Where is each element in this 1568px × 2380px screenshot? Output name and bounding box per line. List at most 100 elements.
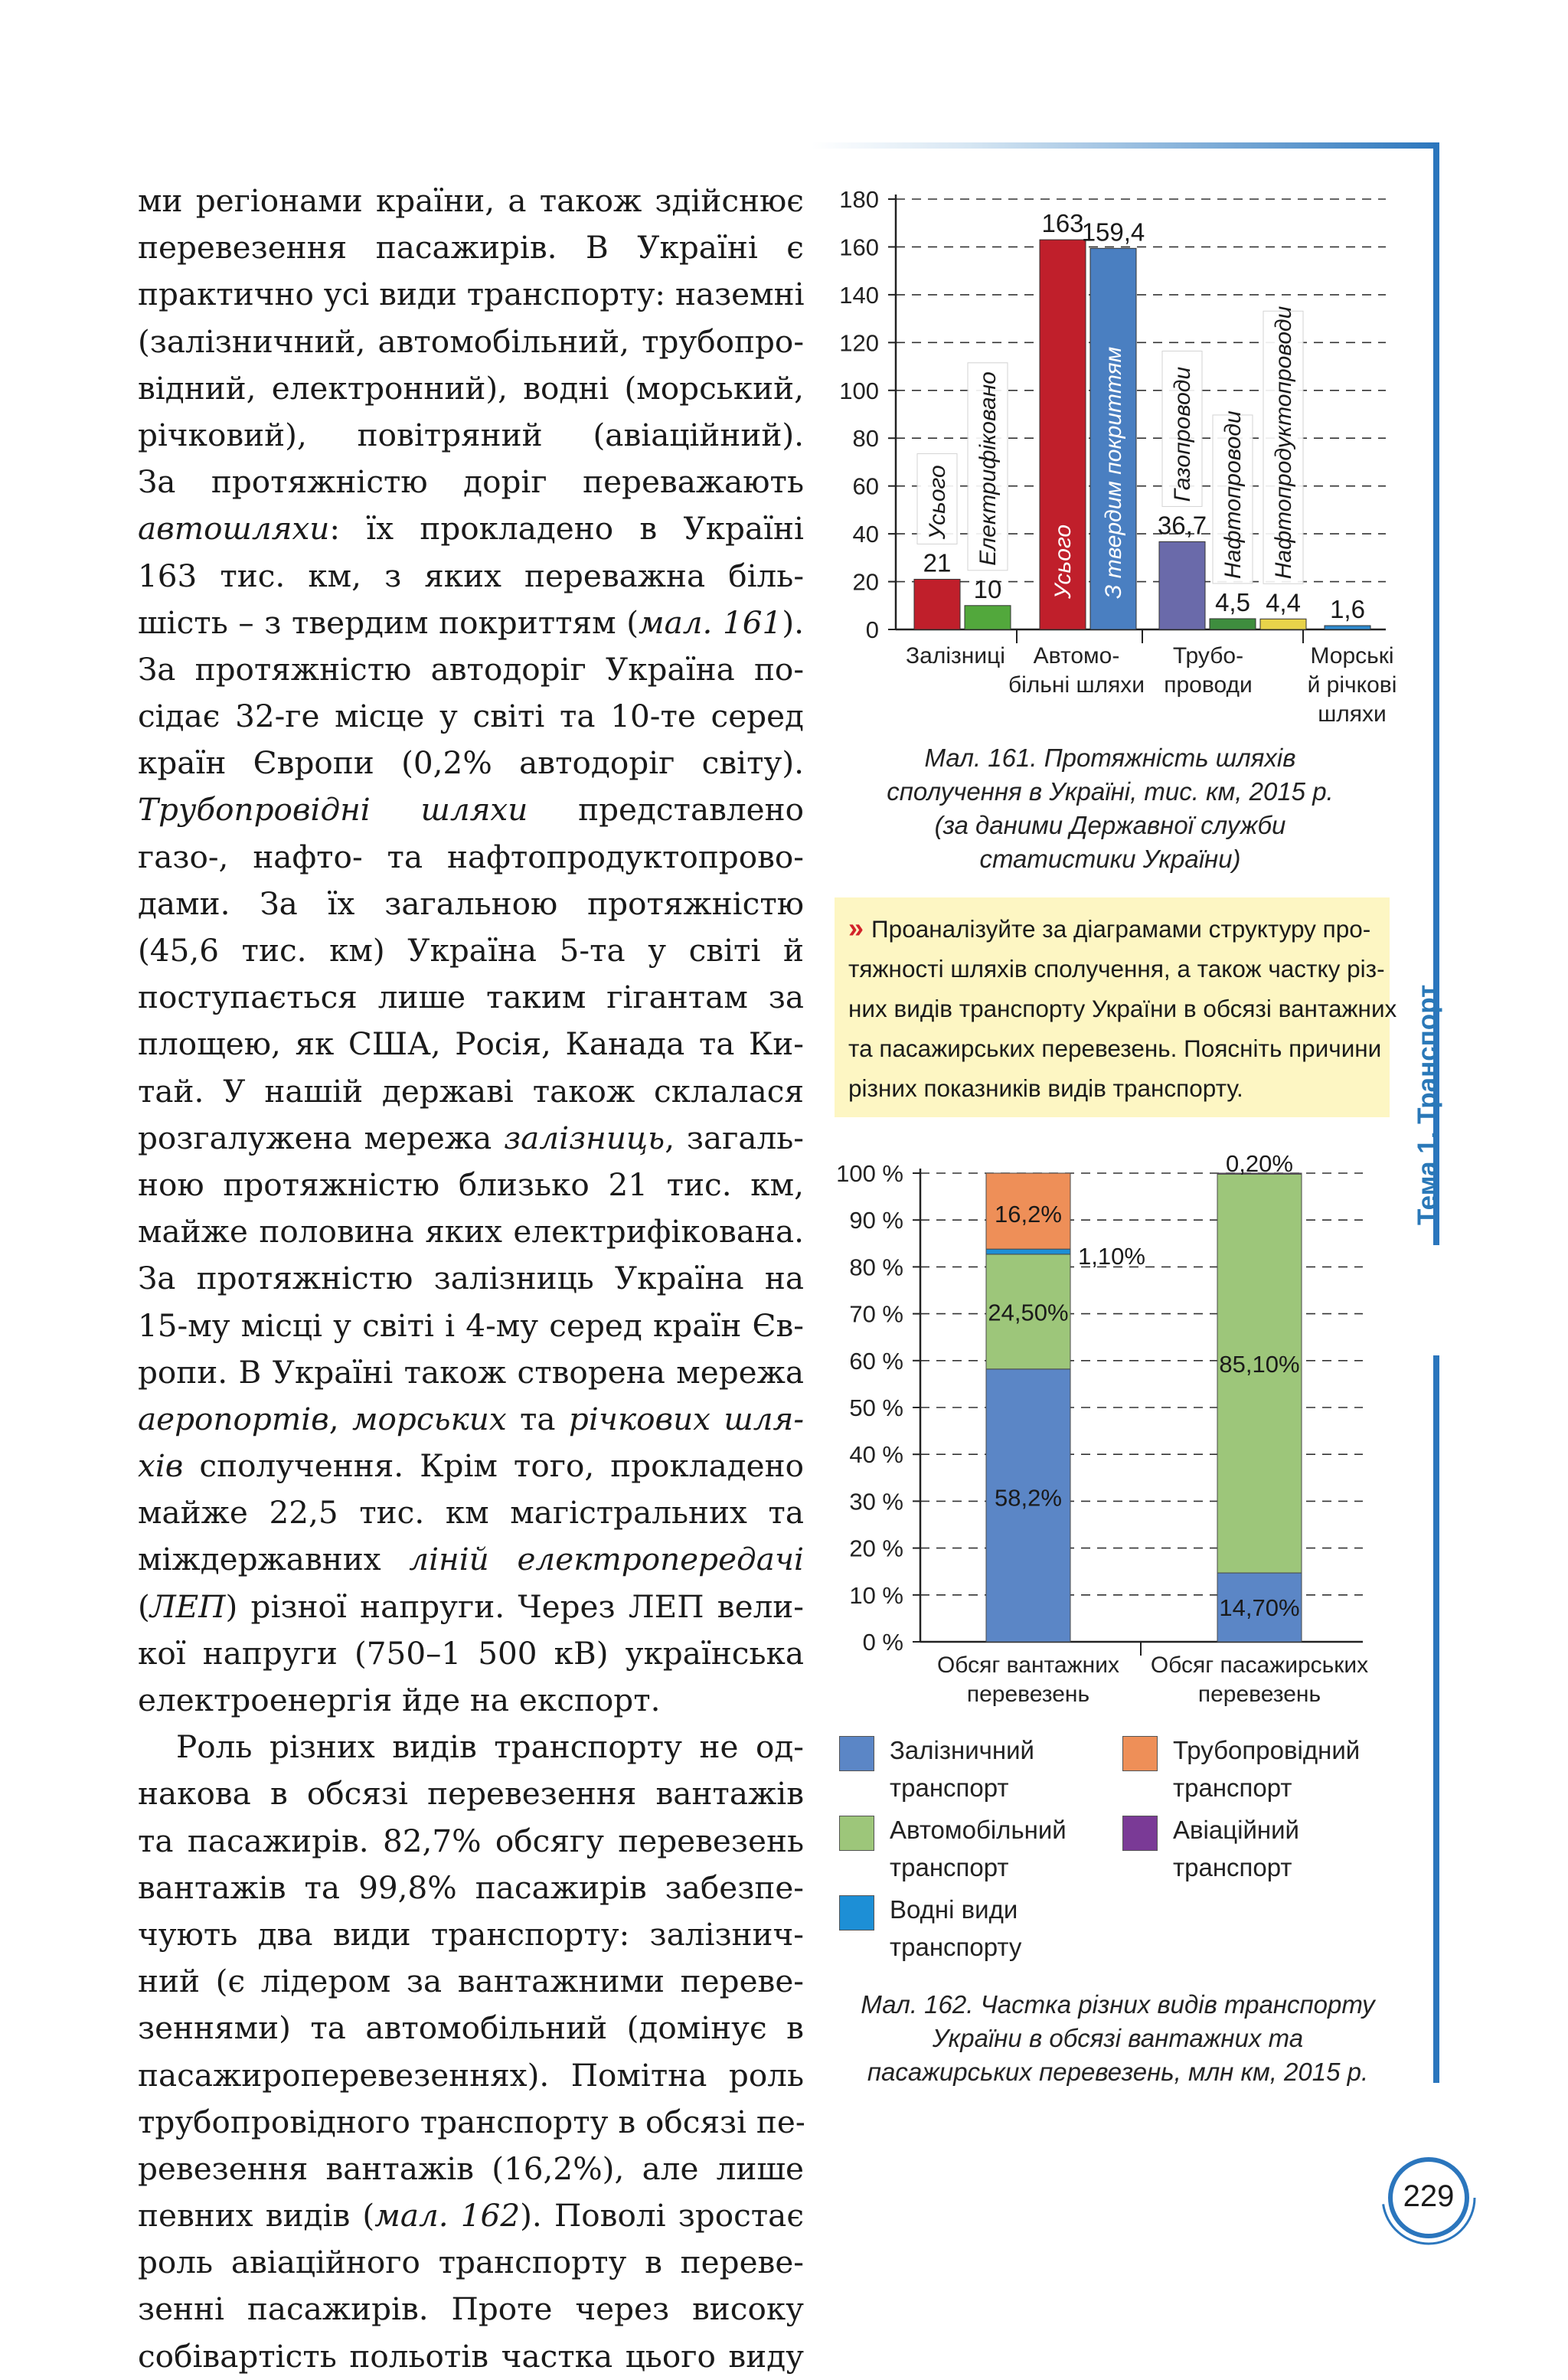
emphasis: морських — [351, 1400, 507, 1437]
bar — [1259, 618, 1307, 630]
body-line: майже 22,5 тис. км магістральних та — [138, 1494, 804, 1532]
name-label-box — [1212, 414, 1253, 584]
category-label: проводи — [1164, 672, 1253, 698]
legend-swatch — [839, 1736, 874, 1771]
caption-line: пасажирських перевезень, млн км, 2015 р. — [867, 2058, 1369, 2086]
task-box: » Проаналізуйте за діаграмами структуру … — [835, 897, 1397, 1117]
body-line: Трубопровідні шляхи представлено — [138, 791, 804, 829]
page-number: 229 — [1403, 2179, 1455, 2213]
task-line: » Проаналізуйте за діаграмами структуру … — [848, 912, 1371, 943]
category-label: Обсяг вантажних — [937, 1653, 1119, 1678]
body-line: практично усі види транспорту: наземні — [138, 276, 804, 313]
body-line: майже половина яких електрифікована. — [138, 1213, 804, 1250]
emphasis: ліній електропередачі — [409, 1541, 804, 1578]
body-line: аеропортів, морських та річкових шля- — [138, 1400, 804, 1437]
bar — [1158, 541, 1206, 630]
body-line: тай. У нашій державі також склалася — [138, 1072, 804, 1110]
name-label-box — [1161, 350, 1203, 507]
data-label: 16,2% — [995, 1201, 1062, 1228]
stacked-segment — [985, 1254, 1071, 1370]
y-tick-label: 0 % — [863, 1629, 903, 1656]
emphasis: автошляхи — [138, 510, 330, 548]
series-name-label: Газопроводи — [1170, 367, 1195, 502]
page-frame — [812, 142, 1476, 2245]
y-tick-label: 180 — [839, 186, 879, 213]
body-line: роль авіаційного транспорту в переве- — [138, 2244, 804, 2281]
body-line: вантажів та 99,8% пасажирів забезпе- — [138, 1868, 804, 1906]
category-label: Обсяг пасажирських — [1151, 1653, 1368, 1678]
body-line: кої напруги (750–1 500 кВ) українська — [138, 1634, 804, 1672]
emphasis: мал. 162 — [374, 2197, 521, 2235]
category-label: шляхи — [1318, 701, 1387, 727]
body-line: та пасажирів. 82,7% обсягу перевезень — [138, 1822, 804, 1859]
body-line: електроенергія йде на експорт. — [138, 1682, 661, 1718]
series-name-label: Усього — [1050, 525, 1076, 600]
emphasis: аеропортів — [138, 1400, 329, 1437]
category-label: перевезень — [967, 1682, 1089, 1707]
y-tick-label: 40 % — [849, 1441, 903, 1468]
body-line: (залізничний, автомобільний, трубопро- — [138, 322, 804, 360]
y-tick-label: 0 — [866, 616, 879, 643]
body-line: трубопровідного транспорту в обсязі пе- — [138, 2103, 804, 2140]
task-line: них видів транспорту України в обсязі ва… — [848, 995, 1397, 1022]
legend-label-line: Автомобільний — [890, 1816, 1067, 1844]
stacked-segment — [985, 1172, 1071, 1250]
y-tick-label: 160 — [839, 234, 879, 260]
bar — [913, 578, 961, 630]
body-line: ний (є лідером за вантажними переве- — [138, 1963, 804, 2000]
data-label: 1,6 — [1330, 595, 1365, 623]
stacked-segment — [1217, 1572, 1302, 1643]
body-line: країн Європи (0,2% автодоріг світу). — [138, 744, 804, 782]
series-name-label: Нафтопроводи — [1220, 410, 1246, 579]
bar — [1039, 239, 1086, 630]
legend-label: Автомобільний транспорт — [890, 1811, 1067, 1886]
y-tick-label: 50 % — [849, 1394, 903, 1421]
y-tick-label: 20 % — [849, 1535, 903, 1562]
side-topic-title: Тема 1. Транспорт — [1413, 984, 1442, 1225]
bar — [1089, 247, 1137, 630]
bar — [1209, 618, 1256, 630]
caption-line: сполучення в Україні, тис. км, 2015 р. — [887, 777, 1334, 806]
category-label: Морські — [1310, 643, 1393, 669]
body-line: автошляхи: їх прокладено в Україні — [138, 510, 804, 548]
legend-swatch — [839, 1816, 874, 1851]
body-line: газо-, нафто- та нафтопродуктопрово- — [138, 838, 804, 875]
body-line: міждержавних ліній електропередачі — [138, 1541, 804, 1578]
data-label: 21 — [923, 548, 952, 577]
body-line: перевезення пасажирів. В Україні є — [138, 229, 804, 266]
task-text: » Проаналізуйте за діаграмами структуру … — [835, 897, 1397, 1108]
task-line: різних показників видів транспорту. — [848, 1074, 1243, 1102]
stacked-segment — [985, 1248, 1071, 1255]
body-line: відний, електронний), водні (морський, — [138, 369, 804, 407]
body-line: (45,6 тис. км) Україна 5-та у світі й — [138, 932, 804, 969]
y-tick-label: 60 — [853, 473, 879, 500]
legend-label-line: транспорту — [890, 1933, 1022, 1961]
data-label: 0,20% — [1226, 1150, 1293, 1177]
body-line: Роль різних видів транспорту не од- — [176, 1728, 804, 1766]
body-line: шість – з твердим покриттям (мал. 161). — [138, 603, 804, 641]
body-line: За протяжністю автодоріг Україна по- — [138, 650, 804, 688]
legend-label-line: транспорт — [890, 1853, 1009, 1881]
body-line: площею, як США, Росія, Канада та Ки- — [138, 1025, 804, 1063]
body-line: сідає 32-ге місце у світі та 10-те серед — [138, 698, 804, 735]
body-line: зенні пасажирів. Проте через високу — [138, 2290, 804, 2328]
name-label-box — [1263, 310, 1304, 584]
bar — [964, 605, 1011, 630]
caption-line: статистики України) — [979, 845, 1241, 873]
data-label: 1,10% — [1078, 1243, 1145, 1270]
body-line: собівартість польотів частка цього виду — [138, 2337, 804, 2375]
bar — [1324, 625, 1371, 630]
body-line: (ЛЕП) різної напруги. Через ЛЕП вели- — [138, 1587, 804, 1625]
category-label: Автомо- — [1034, 643, 1120, 669]
data-label: 159,4 — [1082, 217, 1145, 246]
task-line: та пасажирських перевезень. Поясніть при… — [848, 1035, 1382, 1062]
category-label: й річкові — [1308, 672, 1397, 698]
category-label: більні шляхи — [1008, 672, 1145, 698]
body-line: поступається лише таким гігантам за — [138, 979, 804, 1016]
category-label: перевезень — [1198, 1682, 1321, 1707]
